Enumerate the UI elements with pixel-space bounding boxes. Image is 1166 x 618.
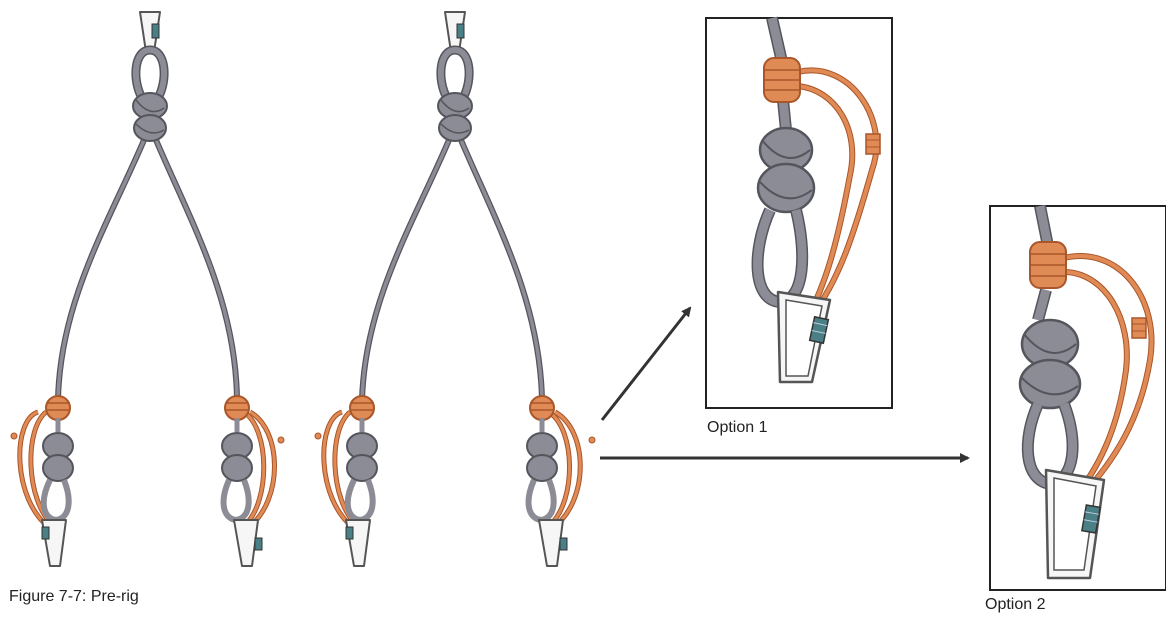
top-knot [438,93,472,141]
leg-end-right [222,396,284,566]
leg-end-left [11,396,73,566]
figure-caption: Figure 7-7: Pre-rig [9,588,139,606]
option-2-detail [990,206,1166,590]
option-1-detail [706,18,892,408]
leg-end-left [315,396,377,566]
rig-left [11,12,284,566]
option-1-label: Option 1 [707,419,767,437]
option-2-label: Option 2 [985,596,1045,614]
leg-end-right [527,396,595,566]
rig-right [315,12,595,566]
arrow-to-option-1 [602,308,690,420]
top-knot [133,93,167,141]
